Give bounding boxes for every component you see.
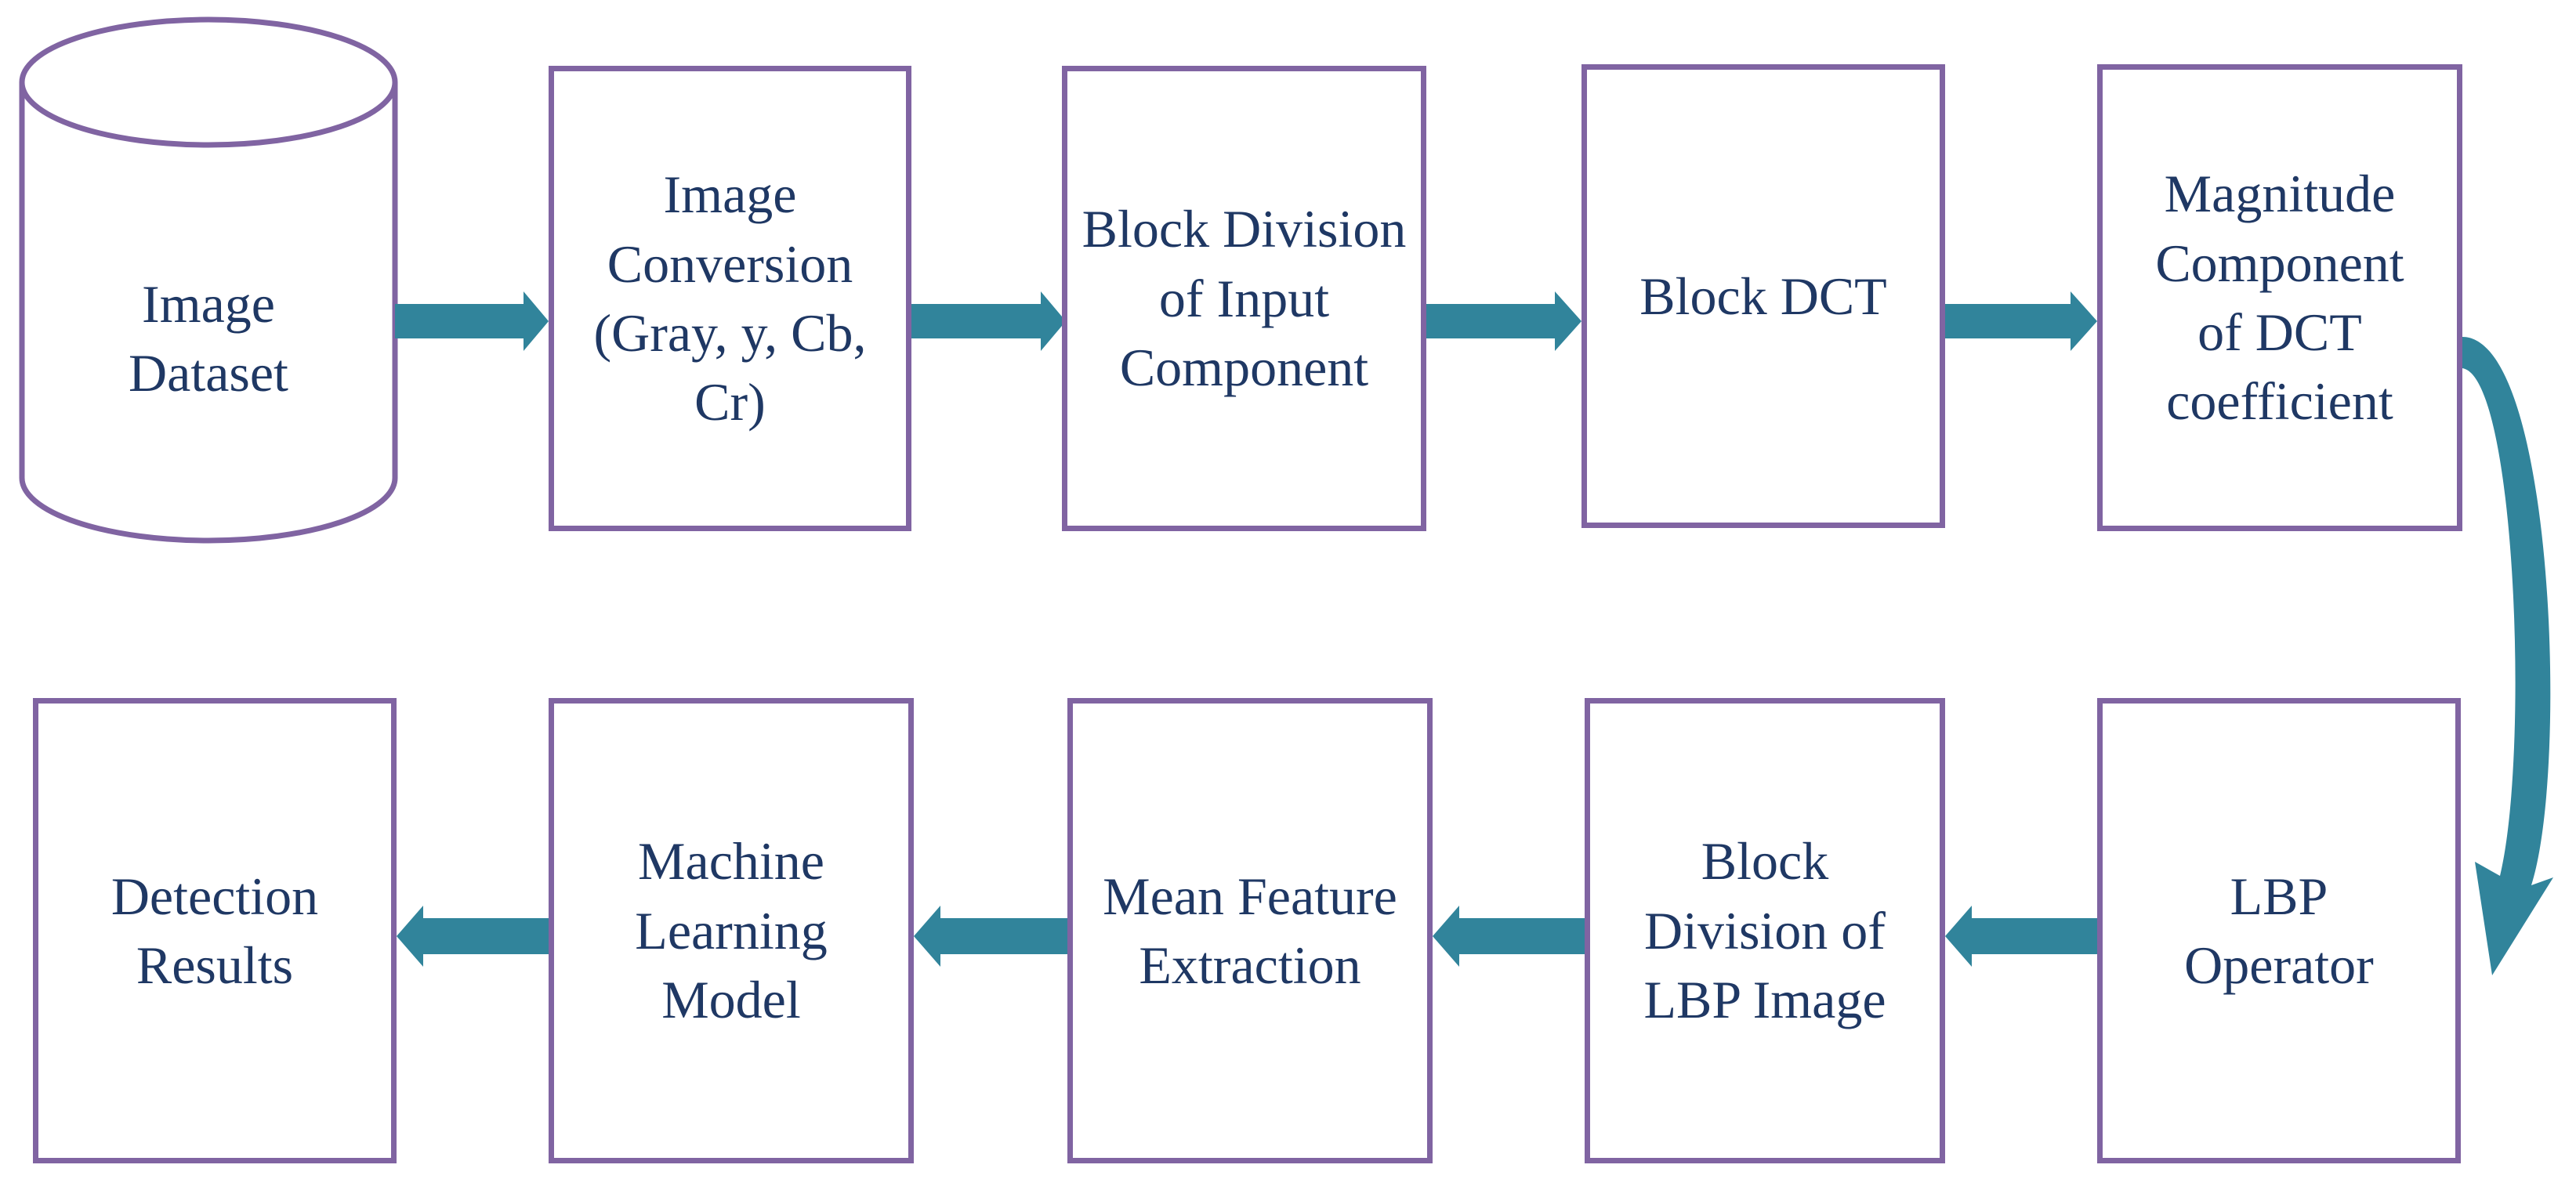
mean-feature-label: Mean Feature Extraction [1103, 866, 1397, 995]
arrow-lbp-to-block-division-lbp [1945, 906, 2097, 967]
dataset-label: Image Dataset [129, 273, 288, 403]
block-division-lbp-node: Block Division of LBP Image [1585, 698, 1945, 1163]
conversion-node: Image Conversion (Gray, y, Cb, Cr) [549, 66, 911, 531]
block-dct-node: Block DCT [1581, 64, 1945, 528]
magnitude-node: Magnitude Component of DCT coefficient [2097, 64, 2462, 531]
arrow-magnitude-to-lbp-curved [2462, 337, 2553, 975]
detection-node: Detection Results [33, 698, 397, 1163]
ml-model-label: Machine Learning Model [635, 831, 828, 1030]
mean-feature-node: Mean Feature Extraction [1067, 698, 1433, 1163]
arrow-block-division-to-dct [1426, 291, 1581, 351]
arrow-conversion-to-block-division [911, 291, 1066, 351]
arrow-dct-to-magnitude [1945, 291, 2097, 351]
ml-model-node: Machine Learning Model [549, 698, 914, 1163]
block-division-input-label: Block Division of Input Component [1081, 199, 1407, 398]
dataset-cylinder [19, 16, 398, 544]
block-division-input-node: Block Division of Input Component [1062, 66, 1426, 531]
arrow-dataset-to-conversion [395, 291, 549, 351]
detection-label: Detection Results [111, 866, 319, 995]
lbp-operator-label: LBP Operator [2184, 866, 2374, 995]
arrow-block-division-lbp-to-mean [1433, 906, 1585, 967]
block-dct-label: Block DCT [1639, 266, 1887, 326]
arrow-ml-model-to-detection [397, 906, 549, 967]
conversion-label: Image Conversion (Gray, y, Cb, Cr) [593, 165, 867, 432]
dataset-node: Image Dataset [22, 133, 395, 544]
block-division-lbp-label: Block Division of LBP Image [1643, 831, 1886, 1030]
arrow-mean-to-ml-model [914, 906, 1067, 967]
magnitude-label: Magnitude Component of DCT coefficient [2155, 164, 2404, 432]
lbp-operator-node: LBP Operator [2097, 698, 2461, 1163]
